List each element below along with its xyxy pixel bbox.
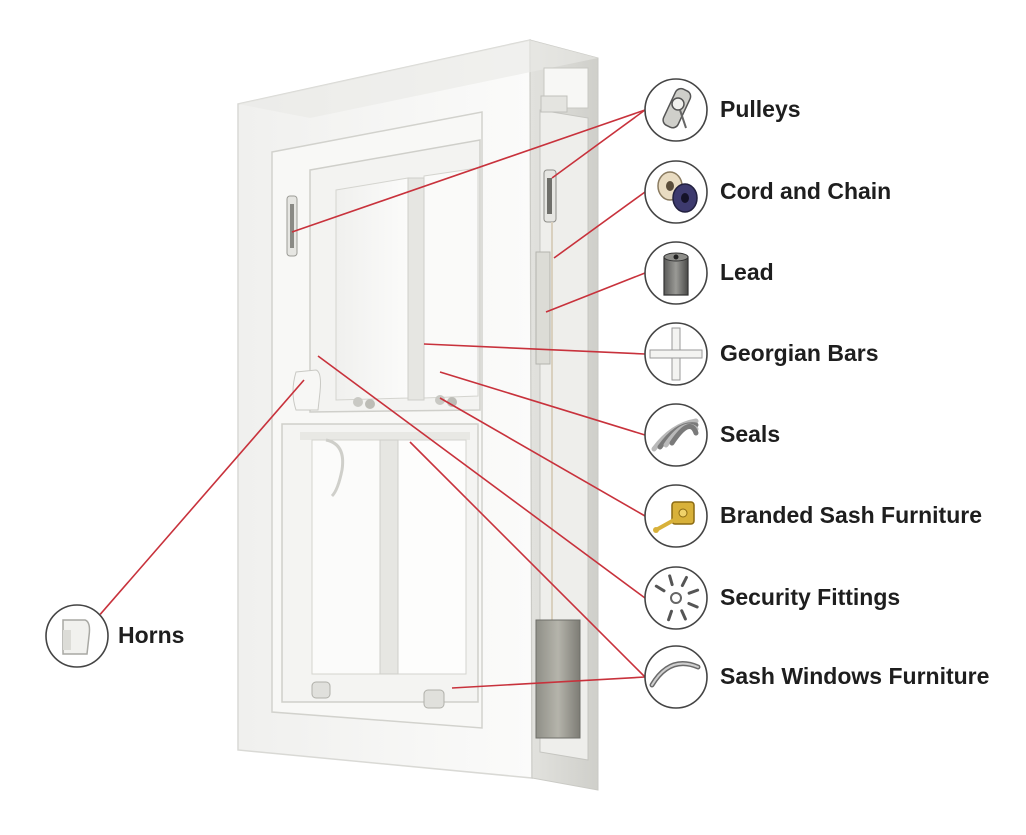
lower-left-pane [311,439,381,675]
label-georgian-bars: Georgian Bars [720,340,879,366]
sash-lock-icon [644,484,708,548]
georgian-bars-icon [644,322,708,386]
leader-line-horns-1 [99,379,305,615]
leader-line-lead-1 [545,272,646,313]
label-sash-windows-furniture: Sash Windows Furniture [720,663,990,689]
leader-line-pulleys-2 [551,109,646,179]
leader-line-security-fittings-1 [317,355,646,599]
sash-handle-icon [644,645,708,709]
sash-lift-right [423,689,445,709]
leader-line-georgian-bars-1 [423,343,646,355]
leader-line-seals-1 [439,371,646,436]
upper-left-pane [335,177,409,401]
label-horns: Horns [118,622,185,648]
leader-line-sash-windows-furniture-1 [409,441,646,678]
leader-line-pulleys-1 [291,109,646,233]
leader-line-branded-sash-furniture-1 [439,397,646,517]
leader-lines [99,109,646,689]
leader-line-sash-windows-furniture-2 [451,676,646,689]
sash-lift-left [311,681,331,699]
upper-right-pane [423,167,479,399]
lower-right-pane [397,439,467,675]
label-cord-and-chain: Cord and Chain [720,178,892,204]
horn-icon [45,604,109,668]
sash-horn [292,369,321,411]
lead-weight-icon [644,241,708,305]
seals-icon [644,403,708,467]
security-fittings-icon [644,566,708,630]
counterweight [535,619,581,739]
label-security-fittings: Security Fittings [720,584,901,610]
sash-window [237,39,599,791]
label-lead: Lead [720,259,774,285]
label-branded-sash-furniture: Branded Sash Furniture [720,502,982,528]
part-icons [45,78,708,709]
pulley-icon [644,78,708,142]
meeting-rail-fittings [353,395,457,409]
lead-pocket [535,251,551,365]
leader-line-cord-and-chain-1 [553,191,646,259]
label-pulleys: Pulleys [720,96,801,122]
cord-spools-icon [644,160,708,224]
label-seals: Seals [720,421,781,447]
window-box-top [238,40,598,118]
